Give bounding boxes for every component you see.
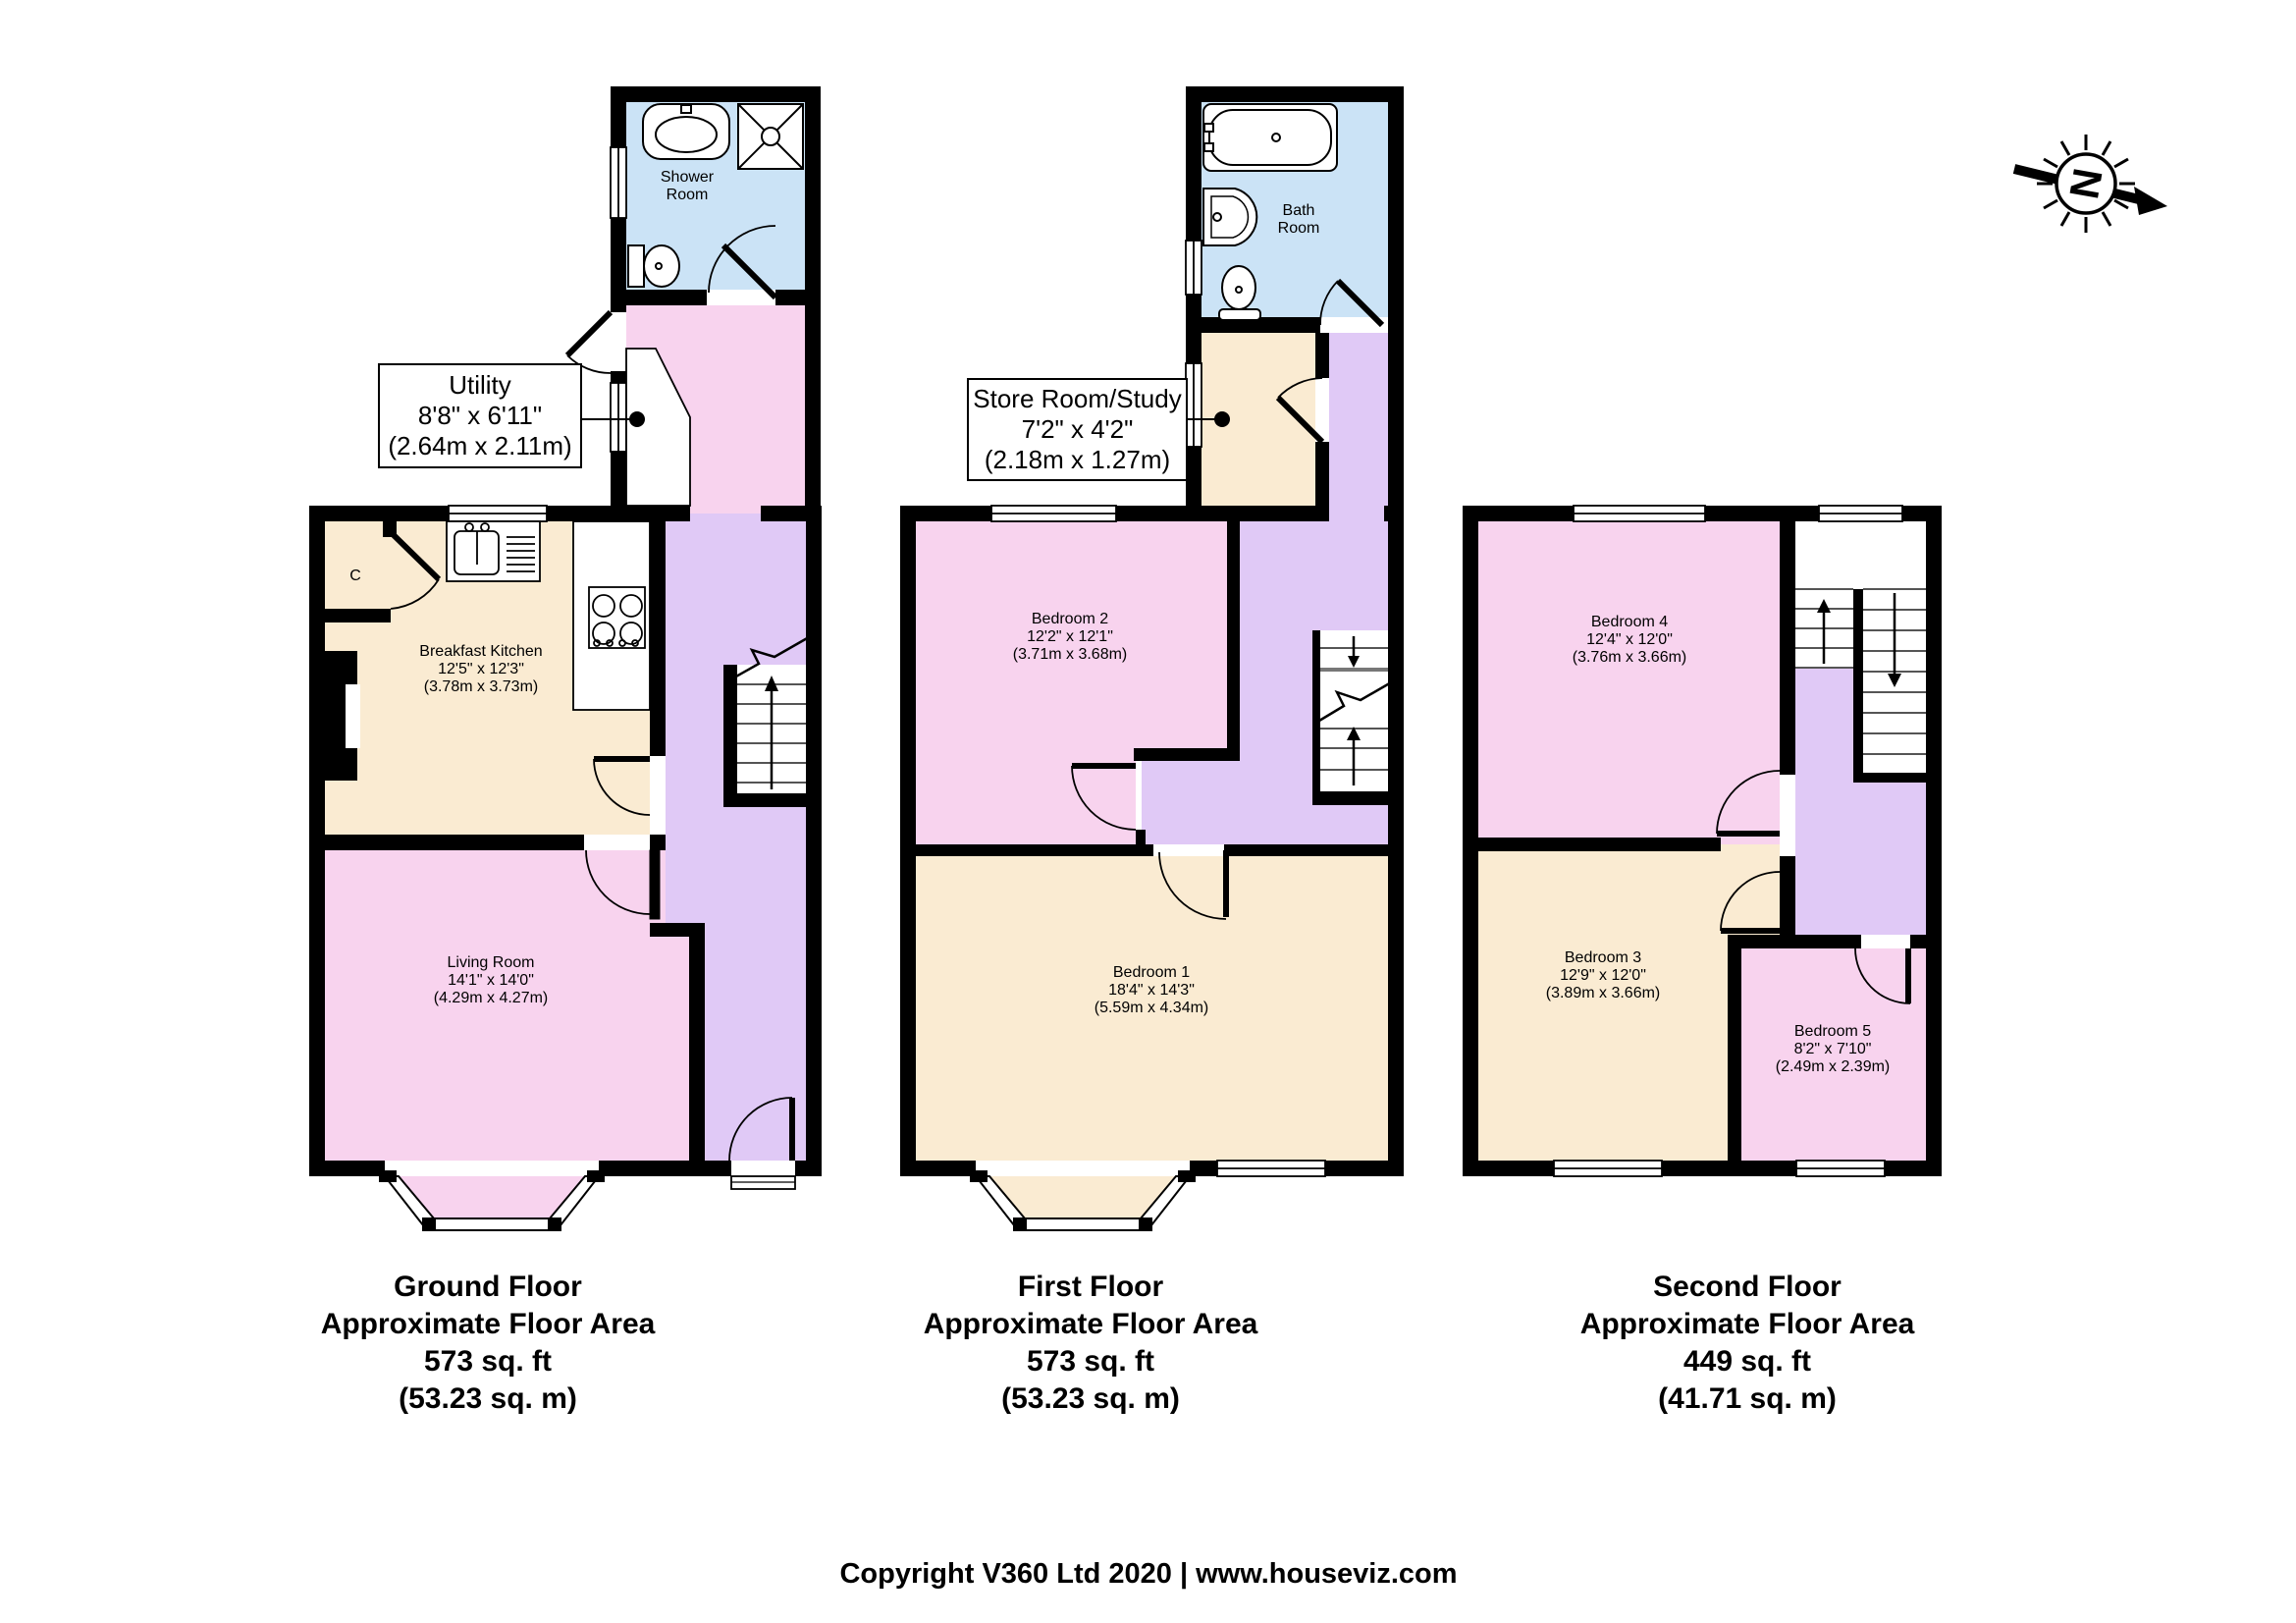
ground-floor-doors (390, 225, 778, 920)
bath-icon (1202, 103, 1338, 172)
cupboard-label: C (349, 568, 361, 584)
basin-icon (642, 103, 730, 160)
first-floor-caption: First Floor Approximate Floor Area 573 s… (923, 1271, 1258, 1415)
first-floor-toilet-icon (1218, 265, 1261, 321)
second-floor-stairs (1795, 588, 1926, 755)
kitchen-sink-icon (446, 520, 541, 582)
bedroom2-label: Bedroom 2 12'2" x 12'1" (3.71m x 3.68m) (1012, 611, 1128, 663)
fireplace-recess (346, 684, 360, 748)
front-door (728, 1097, 796, 1190)
ground-floor-caption: Ground Floor Approximate Floor Area 573 … (320, 1271, 656, 1415)
bedroom1-label: Bedroom 1 18'4" x 14'3" (5.59m x 4.34m) (1094, 964, 1209, 1016)
bedroom3-label: Bedroom 3 12'9" x 12'0" (3.89m x 3.66m) (1545, 949, 1661, 1001)
first-floor-plan (900, 86, 1404, 1231)
shower-room-label: Shower Room (660, 169, 715, 203)
copyright-text: Copyright V360 Ltd 2020 | www.houseviz.c… (839, 1558, 1458, 1590)
store-room-label-box: Store Room/Study 7'2" x 4'2" (2.18m x 1.… (967, 378, 1188, 481)
first-floor-stairs (1313, 630, 1394, 791)
ground-floor-walls (309, 86, 822, 1176)
bath-room-label: Bath Room (1277, 202, 1320, 237)
bedroom5-label: Bedroom 5 8'2" x 7'10" (2.49m x 2.39m) (1775, 1023, 1891, 1075)
first-floor-fills (916, 102, 1388, 1230)
second-floor-fills (1478, 521, 1926, 1161)
shower-tray-icon (737, 103, 804, 170)
ground-floor-plan (309, 86, 822, 1231)
utility-closet (582, 348, 691, 507)
second-floor-doors (1716, 770, 1911, 1004)
living-room-label: Living Room 14'1" x 14'0" (4.29m x 4.27m… (433, 954, 549, 1006)
first-floor-walls (900, 86, 1404, 1176)
utility-label-box: Utility 8'8" x 6'11" (2.64m x 2.11m) (378, 363, 582, 468)
second-floor-caption: Second Floor Approximate Floor Area 449 … (1579, 1271, 1915, 1415)
bay-window (379, 1170, 605, 1231)
ground-floor-windows (448, 146, 627, 522)
first-floor-bay-window (970, 1170, 1196, 1231)
compass-icon: N (2012, 135, 2167, 233)
ground-floor-stairs (726, 635, 810, 793)
bedroom4-label: Bedroom 4 12'4" x 12'0" (3.76m x 3.66m) (1572, 614, 1687, 666)
second-floor-plan (1463, 505, 1942, 1177)
breakfast-kitchen-label: Breakfast Kitchen 12'5" x 12'3" (3.78m x… (419, 643, 543, 695)
first-floor-basin-icon (1202, 188, 1258, 246)
first-floor-doors (1071, 278, 1385, 920)
hob-icon (588, 586, 646, 649)
second-floor-windows (1553, 505, 1903, 1177)
store-room-leader (1188, 411, 1230, 427)
boiler-icon (629, 411, 645, 427)
toilet-icon (627, 244, 680, 288)
second-floor-walls (1463, 506, 1942, 1176)
